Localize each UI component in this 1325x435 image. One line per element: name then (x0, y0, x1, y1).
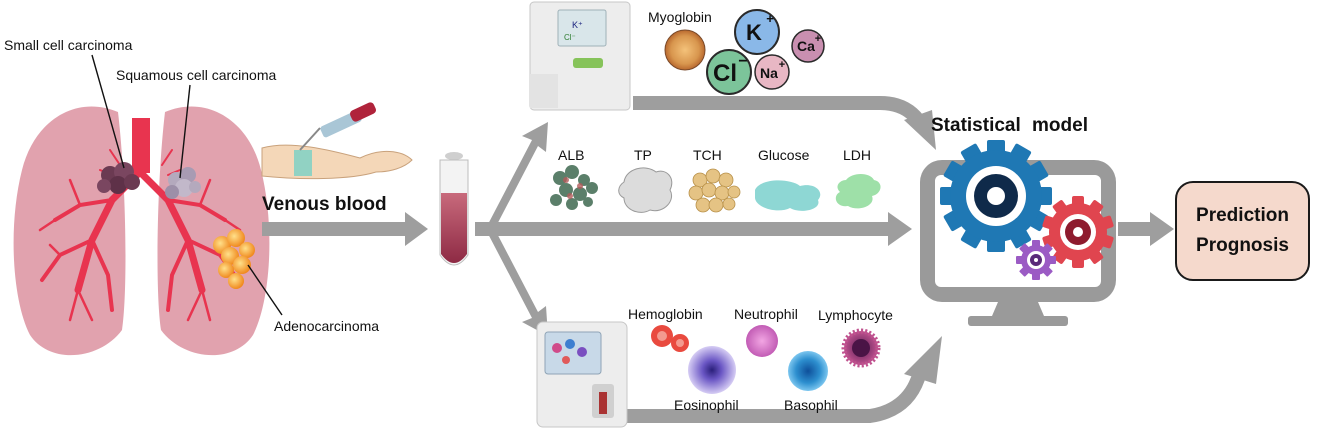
ldh-icon (835, 174, 881, 209)
ion-k-label: K (746, 20, 762, 45)
lungs-illustration (13, 54, 283, 356)
label-neutrophil: Neutrophil (734, 306, 798, 322)
hematology-analyzer-icon (536, 321, 628, 428)
ion-na-label: Na (760, 65, 778, 81)
eosinophil-icon (688, 346, 736, 394)
svg-text:K⁺: K⁺ (572, 20, 583, 30)
label-eosinophil: Eosinophil (674, 397, 739, 413)
neutrophil-icon (746, 325, 778, 357)
alb-protein-icon (550, 165, 598, 210)
arm-blood-draw-icon (261, 102, 413, 180)
label-tch: TCH (693, 147, 722, 163)
label-statistical-model: Statistical model (931, 115, 1088, 136)
ion-k-charge: + (766, 11, 774, 26)
gear-large-icon (940, 140, 1052, 252)
label-myoglobin: Myoglobin (648, 9, 712, 25)
ion-cl-label: Cl (713, 60, 737, 87)
label-small-cell-carcinoma: Small cell carcinoma (4, 37, 133, 53)
squamous-cell-tumor (165, 167, 201, 199)
label-alb: ALB (558, 147, 585, 163)
gear-small-icon (1016, 240, 1056, 280)
ion-ca-charge: + (815, 33, 821, 45)
label-prognosis: Prognosis (1196, 235, 1289, 256)
flow-arrows (262, 122, 1174, 336)
label-basophil: Basophil (784, 397, 838, 413)
adenocarcinoma-tumor (213, 229, 255, 289)
arrow-hematology (626, 336, 942, 423)
blood-tube-icon (439, 152, 469, 266)
ion-bubbles (664, 9, 825, 95)
label-adenocarcinoma: Adenocarcinoma (274, 318, 380, 334)
label-squamous-cell-carcinoma: Squamous cell carcinoma (116, 67, 277, 83)
basophil-icon (788, 351, 828, 391)
ion-cl-charge: − (738, 53, 747, 70)
ion-ca-label: Ca (797, 38, 815, 54)
outcome-box: Prediction Prognosis (1175, 181, 1310, 281)
gear-medium-icon (1042, 196, 1114, 268)
svg-text:Cl⁻: Cl⁻ (564, 33, 576, 42)
arrow-top-analyzer (633, 96, 936, 150)
glucose-icon (755, 180, 821, 211)
tp-protein-icon (618, 167, 673, 213)
label-ldh: LDH (843, 147, 872, 163)
label-venous-blood: Venous blood (262, 194, 387, 215)
label-prediction: Prediction (1196, 205, 1289, 226)
label-glucose: Glucose (758, 147, 810, 163)
hemoglobin-icon (651, 325, 689, 352)
label-tp: TP (634, 147, 652, 163)
tch-lipid-icon (688, 168, 741, 213)
lymphocyte-icon (841, 328, 881, 368)
label-lymphocyte: Lymphocyte (818, 307, 893, 323)
label-hemoglobin: Hemoglobin (628, 306, 703, 322)
ion-na-charge: + (779, 59, 785, 71)
biochem-analyzer-top-icon: K⁺ Cl⁻ (529, 1, 631, 111)
small-cell-tumor (97, 162, 140, 194)
